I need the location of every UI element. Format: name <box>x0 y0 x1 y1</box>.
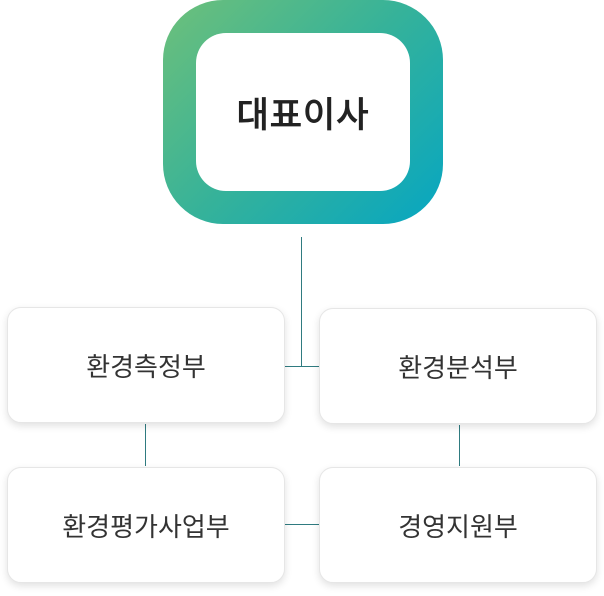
dept-label: 환경평가사업부 <box>62 512 230 543</box>
connector-ceo-vertical <box>301 237 302 367</box>
ceo-label: 대표이사 <box>236 95 370 136</box>
ceo-node: 대표이사 <box>163 0 443 224</box>
connector-right-vertical <box>459 425 460 466</box>
dept-label: 환경측정부 <box>86 352 206 383</box>
connector-left-vertical <box>145 424 146 466</box>
dept-env-assessment: 환경평가사업부 <box>7 467 285 583</box>
dept-label: 환경분석부 <box>398 353 518 384</box>
connector-bottom-horizontal <box>285 524 319 525</box>
dept-env-measurement: 환경측정부 <box>7 307 285 423</box>
connector-top-horizontal <box>285 366 319 367</box>
dept-label: 경영지원부 <box>398 512 518 543</box>
ceo-node-inner: 대표이사 <box>196 33 410 191</box>
dept-env-analysis: 환경분석부 <box>319 308 597 424</box>
dept-management-support: 경영지원부 <box>319 467 597 583</box>
